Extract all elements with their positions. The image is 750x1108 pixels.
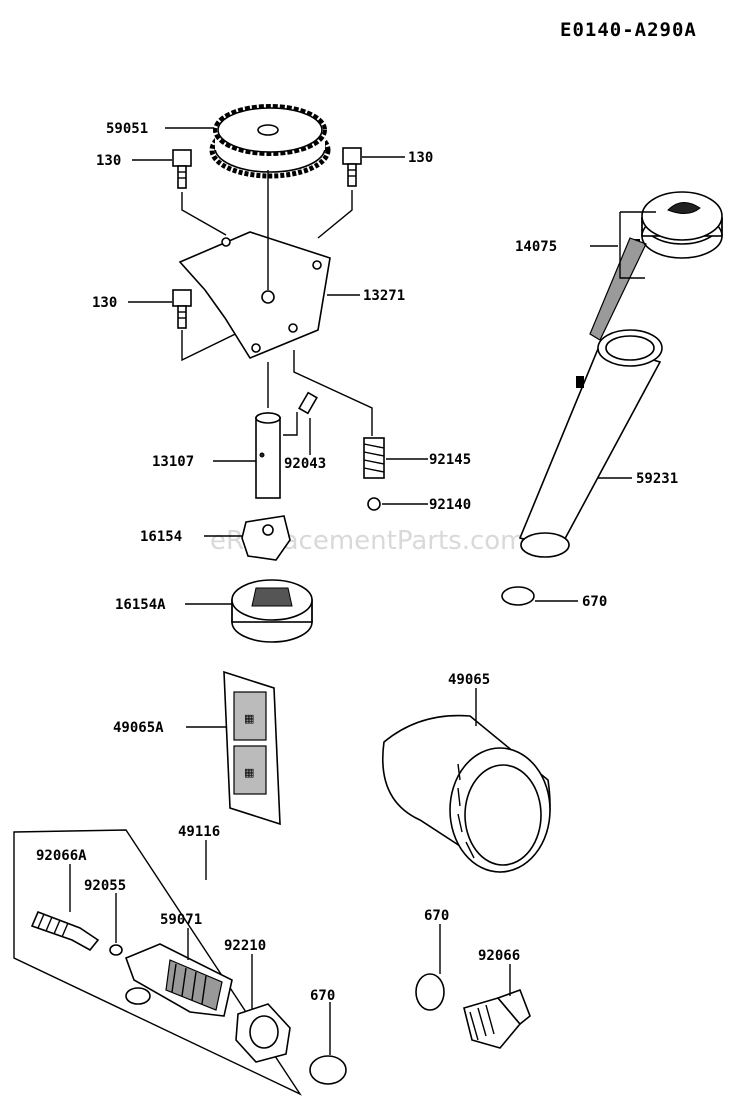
svg-text:▦: ▦ (244, 712, 254, 725)
strainer-part: ▦ ▦ (223, 670, 281, 826)
bolt-right (342, 147, 362, 187)
bolt-left (172, 149, 192, 189)
bolt-lower (172, 289, 192, 329)
label-13107: 13107 (152, 454, 194, 470)
label-49116: 49116 (178, 824, 220, 840)
assy-frame (13, 829, 302, 1096)
drain-plug-part (463, 988, 531, 1049)
pump-shaft (255, 412, 281, 499)
label-49065A: 49065A (113, 720, 164, 736)
dipstick-part (589, 191, 723, 341)
label-16154: 16154 (140, 529, 182, 545)
washer-part (109, 944, 123, 956)
label-92210: 92210 (224, 938, 266, 954)
oring-tube (501, 586, 535, 606)
oring-drain (415, 973, 445, 1011)
fitting-part (124, 943, 233, 1017)
pump-cover (178, 231, 331, 359)
spring-part (363, 437, 385, 479)
oring-assy (309, 1055, 347, 1085)
label-92140: 92140 (429, 497, 471, 513)
label-59051: 59051 (106, 121, 148, 137)
nut-part (235, 1003, 291, 1063)
label-92066: 92066 (478, 948, 520, 964)
label-59231: 59231 (636, 471, 678, 487)
label-670-tube: 670 (582, 594, 607, 610)
label-130-left: 130 (96, 153, 121, 169)
ball-part (367, 497, 381, 511)
filler-tube (518, 329, 663, 558)
gear-part (209, 104, 331, 179)
label-14075: 14075 (515, 239, 557, 255)
label-13271: 13271 (363, 288, 405, 304)
outer-rotor (231, 579, 313, 643)
label-92043: 92043 (284, 456, 326, 472)
label-59071: 59071 (160, 912, 202, 928)
svg-text:▦: ▦ (244, 766, 254, 779)
pin-part (298, 391, 318, 415)
inner-rotor (241, 515, 291, 561)
label-92066A: 92066A (36, 848, 87, 864)
label-92055: 92055 (84, 878, 126, 894)
label-670-assy: 670 (310, 988, 335, 1004)
diagram-code: E0140-A290A (560, 19, 697, 41)
label-92145: 92145 (429, 452, 471, 468)
label-130-lower: 130 (92, 295, 117, 311)
oil-filter-part (382, 714, 551, 873)
label-16154A: 16154A (115, 597, 166, 613)
label-670-drain: 670 (424, 908, 449, 924)
label-130-right: 130 (408, 150, 433, 166)
label-49065: 49065 (448, 672, 490, 688)
plug-a-part (30, 910, 100, 952)
